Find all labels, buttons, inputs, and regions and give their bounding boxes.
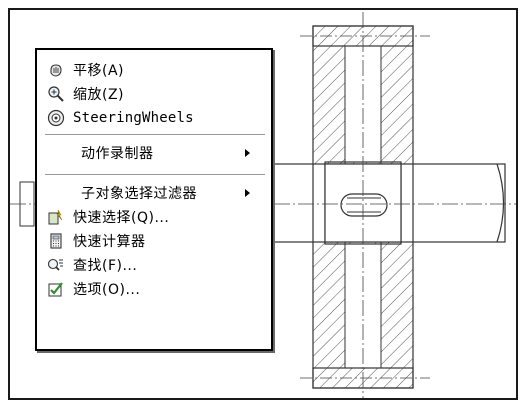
menu-item-quick-select[interactable]: 快速选择(Q)... <box>37 206 271 228</box>
submenu-arrow-icon <box>245 149 250 157</box>
menu-item-action-recorder[interactable]: 动作录制器 <box>37 142 271 164</box>
find-icon <box>47 258 63 271</box>
menu-item-subobject-filter[interactable]: 子对象选择过滤器 <box>37 182 271 204</box>
menu-item-label: 缩放(Z) <box>73 87 125 103</box>
menu-item-label: 快速计算器 <box>73 234 146 250</box>
cad-viewport[interactable]: 平移(A) 缩放(Z) SteeringWheels 动作录制器 <box>8 8 518 400</box>
menu-item-label: 子对象选择过滤器 <box>81 186 197 202</box>
zoom-magnifier-icon <box>48 86 64 102</box>
menu-item-steeringwheels[interactable]: SteeringWheels <box>37 107 271 129</box>
menu-item-quick-calculator[interactable]: 快速计算器 <box>37 230 271 252</box>
menu-item-find[interactable]: 查找(F)... <box>37 254 271 276</box>
menu-item-label: 动作录制器 <box>81 146 154 162</box>
menu-item-zoom[interactable]: 缩放(Z) <box>37 83 271 105</box>
menu-item-label: SteeringWheels <box>73 110 194 126</box>
menu-item-label: 选项(O)... <box>73 282 141 298</box>
submenu-arrow-icon <box>245 189 250 197</box>
pan-hand-icon <box>50 64 62 77</box>
quick-select-icon <box>48 209 63 225</box>
gear-shaft-drawing <box>10 12 516 398</box>
menu-item-pan[interactable]: 平移(A) <box>37 59 271 81</box>
menu-item-label: 平移(A) <box>73 63 125 79</box>
options-checkmark-icon <box>48 282 63 297</box>
context-menu: 平移(A) 缩放(Z) SteeringWheels 动作录制器 <box>35 48 273 351</box>
menu-item-label: 快速选择(Q)... <box>73 210 170 226</box>
menu-separator <box>45 134 265 135</box>
menu-item-label: 查找(F)... <box>73 258 138 274</box>
menu-separator <box>45 174 265 175</box>
menu-item-options[interactable]: 选项(O)... <box>37 278 271 300</box>
steering-wheel-icon <box>47 109 65 127</box>
calculator-icon <box>50 233 62 249</box>
